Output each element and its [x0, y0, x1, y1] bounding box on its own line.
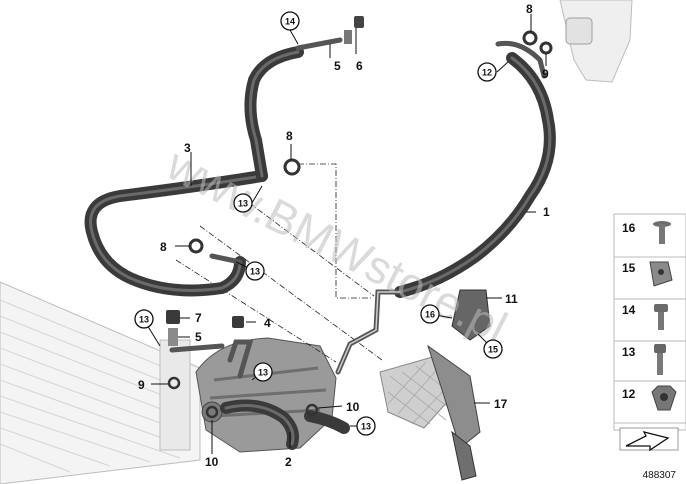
condenser — [0, 281, 201, 484]
reference-lines — [175, 163, 383, 363]
hose-3 — [84, 37, 343, 297]
hex-nut-icon — [651, 385, 677, 411]
callout-5a: 5 — [334, 59, 341, 73]
callout-10a: 10 — [205, 455, 219, 469]
panel-number-14: 14 — [622, 303, 636, 317]
small-parts — [166, 16, 553, 419]
panel-number-12: 12 — [622, 387, 636, 401]
svg-text:13: 13 — [238, 199, 248, 209]
circled-callout-13e: 13 — [356, 416, 376, 436]
socket-screw-icon — [654, 344, 666, 375]
svg-text:13: 13 — [139, 315, 149, 325]
callout-5b: 5 — [195, 330, 202, 344]
callout-2: 2 — [285, 455, 292, 469]
callout-8c: 8 — [526, 2, 533, 16]
circled-callout-15: 15 — [483, 339, 503, 359]
circled-callouts: 12 13 13 13 13 13 14 15 — [134, 11, 503, 436]
callout-1: 1 — [543, 205, 550, 219]
circled-callout-14: 14 — [280, 11, 300, 31]
diagram-id: 488307 — [643, 470, 677, 481]
svg-text:13: 13 — [361, 422, 371, 432]
circled-callout-13a: 13 — [233, 193, 253, 213]
callout-4: 4 — [264, 316, 271, 330]
panel-row-12[interactable]: 12 — [622, 385, 677, 411]
callout-10b: 10 — [346, 400, 360, 414]
flange-bolt-icon — [653, 221, 671, 244]
callout-17: 17 — [494, 397, 508, 411]
callout-3: 3 — [184, 141, 191, 155]
panel-number-16: 16 — [622, 221, 636, 235]
panel-row-14[interactable]: 14 — [622, 303, 668, 330]
circled-callout-13c: 13 — [134, 309, 154, 329]
callout-9a: 9 — [138, 378, 145, 392]
panel-row-16[interactable]: 16 — [622, 221, 671, 244]
callout-8b: 8 — [160, 240, 167, 254]
svg-text:12: 12 — [482, 68, 492, 78]
hose-2 — [169, 339, 350, 450]
svg-text:15: 15 — [488, 345, 498, 355]
callout-7: 7 — [195, 311, 202, 325]
clip-nut-icon — [649, 261, 673, 287]
circled-callout-13b: 13 — [245, 261, 265, 281]
callout-9b: 9 — [542, 67, 549, 81]
watermark: www.BMWstore.pl — [158, 137, 515, 353]
hose-1 — [335, 40, 556, 375]
heat-shield — [379, 344, 481, 481]
panel-row-13[interactable]: 13 — [622, 344, 666, 375]
svg-text:16: 16 — [425, 310, 435, 320]
callout-6: 6 — [356, 59, 363, 73]
panel-number-13: 13 — [622, 345, 636, 359]
expansion-valve — [559, 0, 633, 83]
svg-text:13: 13 — [258, 368, 268, 378]
parts-panel: 16 15 14 13 — [613, 213, 686, 452]
panel-number-15: 15 — [622, 261, 636, 275]
circled-callout-13d: 13 — [253, 362, 273, 382]
arrow-icon[interactable] — [619, 427, 679, 452]
compressor — [195, 337, 337, 453]
callout-11: 11 — [505, 292, 518, 306]
callout-8a: 8 — [286, 129, 293, 143]
circled-callout-12: 12 — [477, 62, 497, 82]
callout-numbers: 1 2 3 4 5 5 6 7 8 8 8 9 9 10 10 11 17 — [138, 2, 550, 469]
panel-row-15[interactable]: 15 — [622, 261, 673, 287]
circled-callout-16: 16 — [420, 304, 440, 324]
hex-bolt-icon — [654, 304, 668, 330]
svg-text:14: 14 — [285, 17, 295, 27]
svg-text:13: 13 — [250, 267, 260, 277]
